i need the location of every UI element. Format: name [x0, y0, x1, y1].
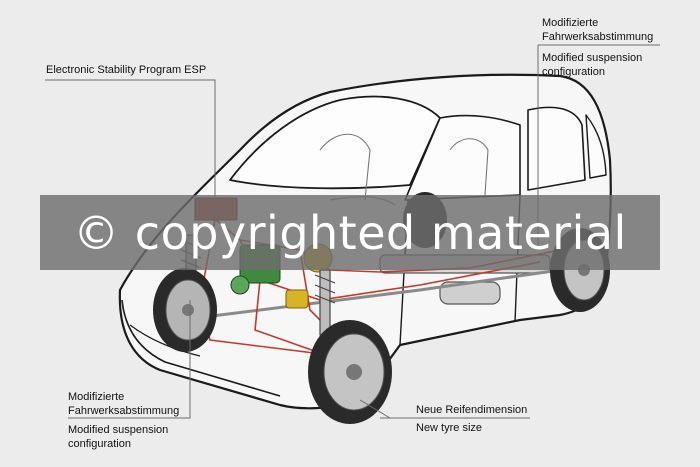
- watermark-text: © copyrighted material: [73, 205, 627, 260]
- suspension-top-en-line2: configuration: [542, 66, 605, 78]
- suspension-top-en-line1: Modified suspension: [542, 52, 643, 64]
- tyre-size-en-label: New tyre size: [416, 422, 483, 434]
- suspension-bottom-en-line1: Modified suspension: [68, 424, 169, 436]
- suspension-bottom-de-line1: Modifizierte: [68, 391, 125, 403]
- esp-label: Electronic Stability Program ESP: [46, 64, 207, 76]
- front-left-wheel: [153, 268, 217, 352]
- copyright-watermark: © copyrighted material: [40, 195, 660, 270]
- tyre-size-de-label: Neue Reifendimension: [416, 404, 528, 416]
- leader-lines: [45, 44, 660, 419]
- suspension-top-de-line2: Fahrwerksabstimmung: [542, 31, 654, 43]
- front-right-wheel: [308, 320, 392, 424]
- suspension-top-de-line1: Modifizierte: [542, 17, 599, 29]
- suspension-bottom-en-line2: configuration: [68, 438, 131, 450]
- suspension-bottom-de-line2: Fahrwerksabstimmung: [68, 405, 180, 417]
